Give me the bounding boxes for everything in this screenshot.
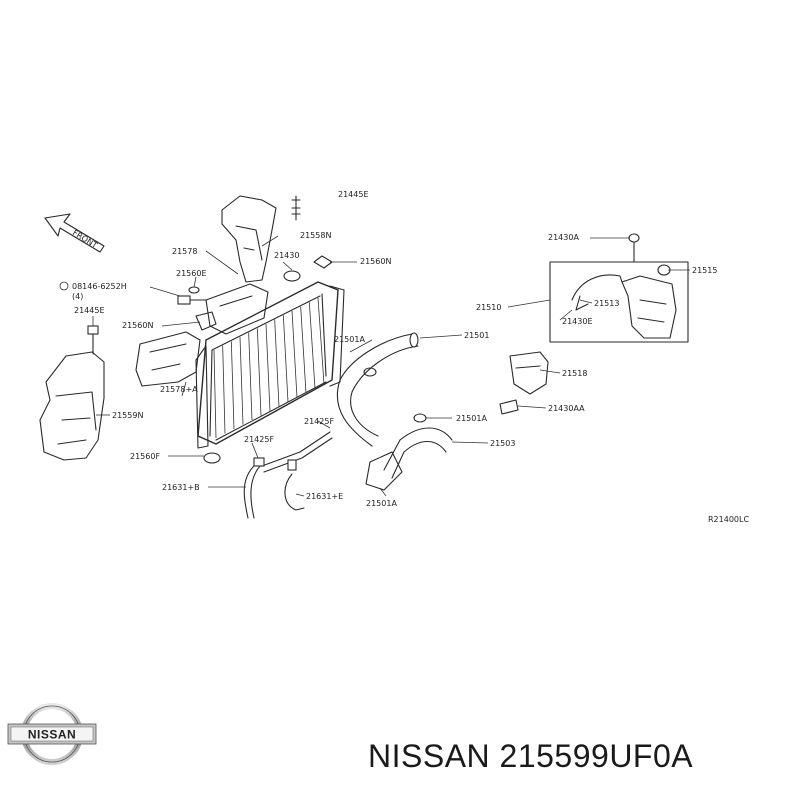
part-label: 08146-6252H <box>72 282 127 291</box>
leader-lines <box>92 235 690 497</box>
radiator-fin <box>308 302 316 389</box>
radiator-fin <box>213 349 217 439</box>
front-label: FRONT <box>71 228 99 250</box>
front-arrow: FRONT <box>44 213 105 253</box>
radiator-fin <box>256 328 262 416</box>
part-label: 21518 <box>562 369 587 378</box>
part-labels: 21445E 21558N 21578 21430 21560N 21560E … <box>59 190 749 524</box>
radiator-fin <box>265 323 271 412</box>
radiator-fin <box>274 319 280 407</box>
radiator-fin <box>300 306 307 394</box>
lower-hose <box>365 427 453 491</box>
radiator-fin <box>239 336 244 425</box>
part-label: 21445E <box>74 306 105 315</box>
part-label: 21558N <box>300 231 331 240</box>
part-label: 21445E <box>338 190 369 199</box>
part-label: 21430E <box>562 317 593 326</box>
radiator-fin <box>230 341 235 430</box>
part-label: 21501 <box>464 331 489 340</box>
part-label: 21560N <box>360 257 391 266</box>
nissan-logo: NISSAN <box>7 703 97 765</box>
part-label: 21631+B <box>162 483 200 492</box>
small-hoses <box>243 431 333 519</box>
part-label: (4) <box>72 292 83 301</box>
part-label: 21560F <box>130 452 160 461</box>
part-title: NISSAN 215599UF0A <box>368 738 694 774</box>
part-label: 21501A <box>334 335 365 344</box>
part-label: 21425F <box>304 417 334 426</box>
ref-code: R21400LC <box>708 515 749 524</box>
upper-hose <box>336 332 419 447</box>
part-label: 21578 <box>172 247 197 256</box>
part-label: 21430 <box>274 251 299 260</box>
part-label: 21631+E <box>306 492 343 501</box>
left-air-guide <box>39 351 105 461</box>
part-label: 21501A <box>456 414 487 423</box>
radiator <box>195 281 345 449</box>
radiator-fin <box>317 297 325 385</box>
nissan-logo-text: NISSAN <box>28 728 76 742</box>
reservoir-bracket <box>509 351 549 395</box>
part-label: 21503 <box>490 439 515 448</box>
part-label: 21510 <box>476 303 501 312</box>
part-label: 21578+A <box>160 385 198 394</box>
lower-bracket <box>135 331 201 387</box>
radiator-fin <box>248 332 253 421</box>
bolt-ref-circle <box>59 281 69 291</box>
fasteners <box>87 233 671 464</box>
part-label: 21559N <box>112 411 143 420</box>
part-label: 21560N <box>122 321 153 330</box>
radiator-fin <box>291 310 298 398</box>
upper-air-guide <box>221 195 301 283</box>
part-label: 21501A <box>366 499 397 508</box>
radiator-fin <box>222 345 226 434</box>
part-label: 21513 <box>594 299 619 308</box>
part-label: 21430AA <box>548 404 585 413</box>
radiator-fin <box>282 315 289 403</box>
part-label: 21560E <box>176 269 207 278</box>
part-label: 21515 <box>692 266 717 275</box>
part-label: 21430A <box>548 233 579 242</box>
part-label: 21425F <box>244 435 274 444</box>
reservoir-inset <box>549 261 689 343</box>
